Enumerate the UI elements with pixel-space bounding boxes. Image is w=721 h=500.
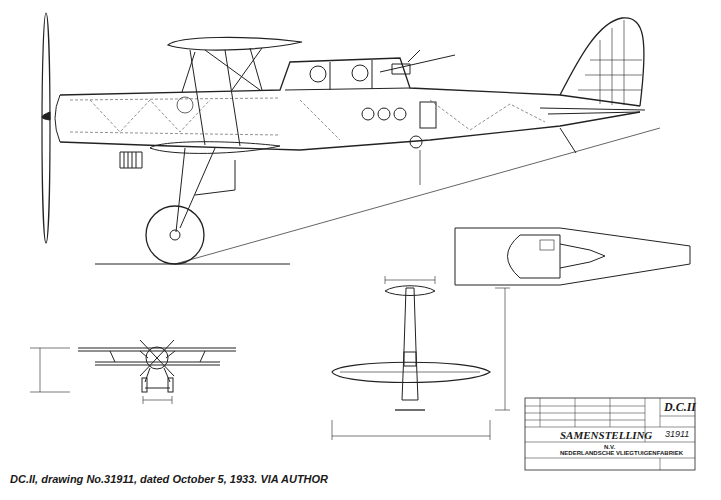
dimension-lines	[30, 348, 172, 404]
canopy-frame	[285, 60, 410, 90]
radiator	[120, 152, 142, 168]
window	[378, 108, 390, 120]
internal-structure	[70, 98, 545, 140]
propeller	[42, 13, 50, 243]
struts	[110, 351, 205, 362]
drawing-number: 31911	[665, 430, 689, 440]
wheel	[168, 378, 173, 392]
machine-gun	[380, 50, 455, 74]
landing-gear	[145, 368, 170, 388]
tailplane	[540, 108, 645, 114]
wheel	[142, 378, 147, 392]
ground-angle-line	[175, 128, 660, 264]
upper-wing	[78, 348, 236, 351]
fuselage-outline	[455, 228, 690, 285]
upper-wing	[168, 37, 302, 50]
side-view	[42, 13, 660, 264]
fuselage-top	[60, 58, 640, 106]
wheel-hub	[170, 230, 180, 240]
lower-wing	[150, 142, 280, 154]
front-view	[30, 340, 236, 404]
top-view	[332, 276, 510, 440]
wing-struts	[182, 48, 262, 146]
dimension-lines	[332, 276, 510, 440]
gunner-head	[352, 65, 368, 81]
fuselage	[402, 288, 418, 400]
tail-skid	[560, 128, 576, 153]
lower-wing	[95, 362, 220, 365]
window	[410, 136, 422, 148]
tailplane	[385, 286, 435, 296]
fuselage-plan	[455, 228, 690, 285]
landing-gear	[176, 148, 235, 232]
wheel	[146, 206, 204, 264]
tail-fin	[560, 18, 644, 106]
type-designation: D.C.II	[664, 401, 696, 414]
drawing-title: SAMENSTELLING	[560, 429, 652, 441]
fuselage-bottom	[60, 112, 640, 150]
propeller	[140, 340, 174, 376]
spinner	[42, 112, 50, 120]
plan-box	[540, 240, 554, 250]
cockpit	[404, 352, 416, 366]
door	[420, 102, 436, 128]
ground-line	[95, 264, 290, 265]
company-name: NEDERLANDSCHE VLIEGTUIGENFABRIEK	[560, 450, 683, 457]
plan-detail	[508, 235, 606, 278]
fin-ribs	[578, 20, 642, 105]
company-prefix: N.V.	[604, 444, 615, 451]
window	[394, 108, 406, 120]
caption: DC.II, drawing No.31911, dated October 5…	[10, 473, 328, 485]
pilot-head	[310, 66, 326, 82]
window	[362, 108, 374, 120]
main-wing	[332, 362, 490, 382]
propeller	[395, 409, 425, 410]
fitting	[177, 97, 193, 113]
nose	[55, 95, 60, 142]
step	[420, 150, 421, 185]
